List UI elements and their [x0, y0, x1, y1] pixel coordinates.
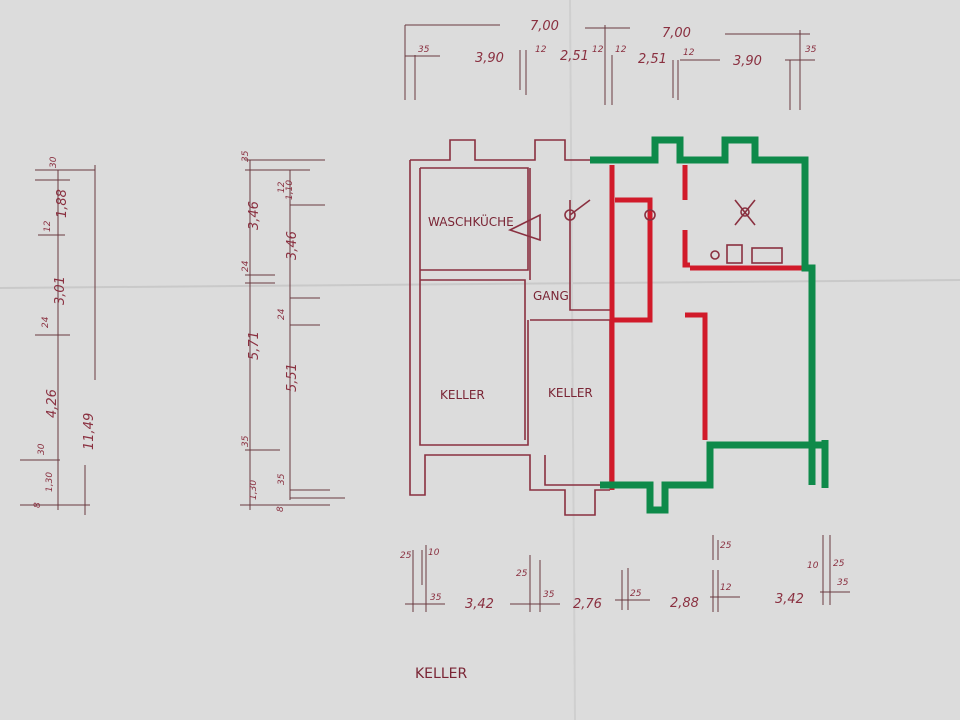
dim-label: 10 [807, 561, 819, 571]
dim-label: 10 [428, 548, 440, 558]
dim-label: 12 [43, 220, 53, 232]
dim-label: 7,00 [662, 26, 691, 41]
dim-label: 1,30 [249, 480, 259, 500]
dim-label: 1,10 [285, 180, 295, 200]
dim-label: 25 [516, 569, 528, 579]
dim-label: 24 [277, 308, 287, 320]
dim-label: 35 [805, 45, 817, 55]
dim-label: 35 [430, 593, 442, 603]
dim-label: 2,88 [670, 596, 699, 611]
dim-label: 3,46 [247, 201, 262, 230]
dim-label: 35 [241, 435, 251, 447]
dim-label-total: 11,49 [82, 413, 97, 450]
dim-label: 2,51 [560, 49, 589, 64]
dim-label: 12 [615, 45, 627, 55]
walls [409, 139, 611, 516]
dim-label: 3,90 [475, 51, 504, 66]
green-walls [590, 136, 829, 514]
dim-label: 24 [41, 316, 51, 328]
dim-label: 5,51 [285, 363, 300, 392]
dim-label: 3,46 [285, 231, 300, 260]
dim-label: 3,90 [733, 54, 762, 69]
bottom-dimension-lines [405, 535, 850, 612]
dim-label: 25 [720, 541, 732, 551]
room-label-keller: KELLER [548, 386, 593, 400]
dim-label: 35 [543, 590, 555, 600]
dim-label: 12 [277, 181, 287, 193]
dim-label: 25 [400, 551, 412, 561]
dim-label: 25 [833, 559, 845, 569]
left-dimension-lines [20, 159, 345, 515]
dim-label: 25 [630, 589, 642, 599]
dim-label: 35 [418, 45, 430, 55]
room-label-keller: KELLER [440, 388, 485, 402]
dim-label: 1,30 [45, 472, 55, 492]
dim-label: 30 [37, 443, 47, 455]
dim-label: 2,76 [573, 597, 602, 612]
paper-fold [569, 0, 576, 720]
dim-label: 24 [241, 260, 251, 272]
dim-label: 3,42 [465, 597, 494, 612]
dim-label: 1,88 [55, 189, 70, 218]
fixtures [644, 199, 783, 264]
paper-fold [0, 279, 960, 289]
dim-label: 8 [33, 502, 43, 508]
plan-title: KELLER [415, 666, 467, 682]
dim-label: 8 [276, 506, 286, 512]
dim-label: 35 [241, 150, 251, 162]
room-label-gang: GANG [533, 289, 569, 303]
top-dimension-lines [404, 24, 815, 110]
red-walls [609, 165, 805, 490]
left-dimension-labels: 30 1,88 12 3,01 24 4,26 30 1,30 8 11,49 … [33, 150, 300, 512]
dim-label: 5,71 [247, 331, 262, 360]
dim-label: 12 [720, 583, 732, 593]
dim-label: 7,00 [530, 19, 559, 34]
dim-label: 12 [683, 48, 695, 58]
dim-label: 12 [535, 45, 547, 55]
dim-label: 3,01 [53, 276, 68, 305]
dim-label: 35 [837, 578, 849, 588]
dim-label: 12 [592, 45, 604, 55]
dim-label: 35 [277, 473, 287, 485]
dim-label: 2,51 [638, 52, 667, 67]
dim-label: 30 [49, 156, 59, 168]
room-label-waschkueche: WASCHKÜCHE [428, 213, 514, 229]
dim-label: 4,26 [45, 389, 60, 418]
dim-label: 3,42 [775, 592, 804, 607]
